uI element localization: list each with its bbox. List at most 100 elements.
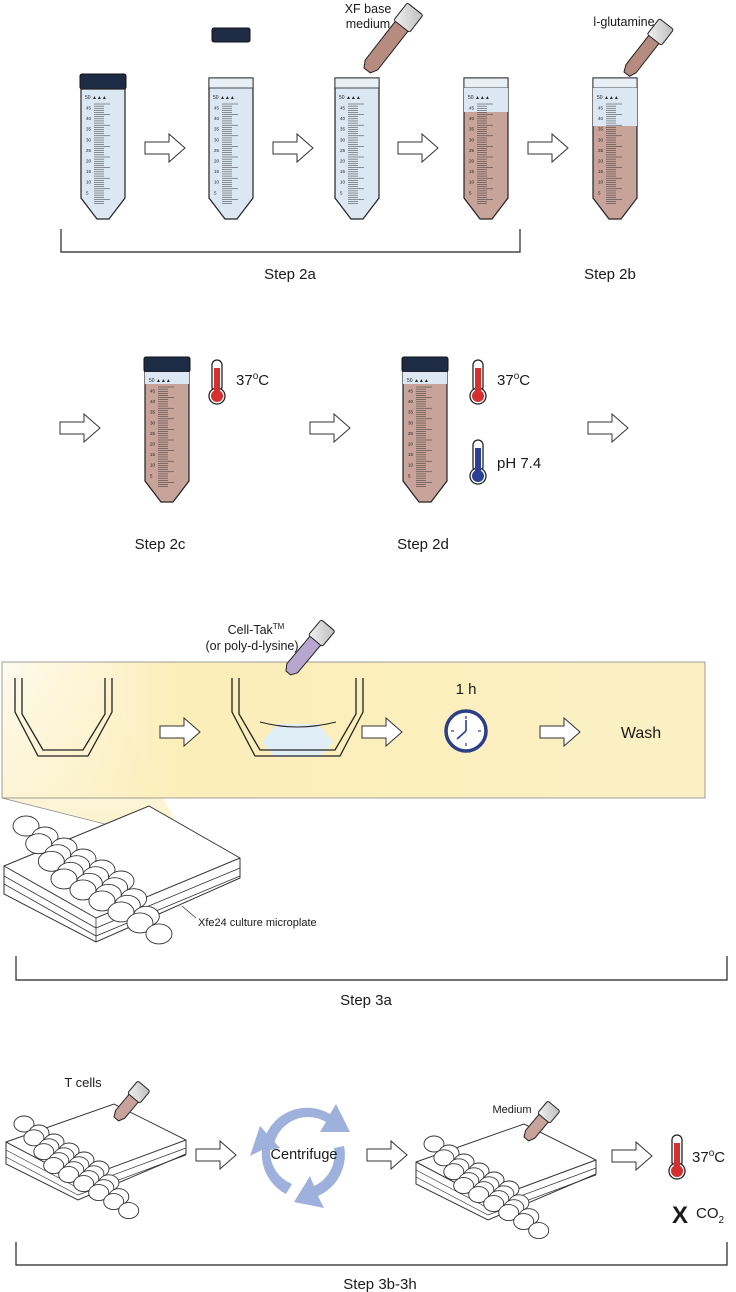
scale-label: 5 bbox=[598, 190, 601, 195]
wells bbox=[423, 1135, 550, 1240]
well bbox=[453, 1177, 475, 1195]
scale-label: 50 ▲▲▲ bbox=[468, 95, 490, 101]
step-3b-3h-label: Step 3b-3h bbox=[343, 1276, 416, 1292]
temp-3b-label: 37oC bbox=[692, 1148, 725, 1166]
ph-label: pH 7.4 bbox=[497, 455, 541, 472]
well bbox=[423, 1135, 445, 1153]
arrow-right-icon bbox=[366, 1139, 408, 1171]
wells bbox=[12, 815, 173, 945]
thermometer-icon bbox=[208, 359, 226, 405]
zoom-panel bbox=[1, 661, 706, 799]
poly-d-lysine-label: (or poly-d-lysine) bbox=[205, 639, 298, 653]
well bbox=[498, 1204, 520, 1222]
microplate-xfe24 bbox=[3, 805, 241, 945]
scale-label: 40 bbox=[150, 399, 156, 404]
scale-label: 35 bbox=[86, 127, 92, 132]
microplate-medium bbox=[415, 1123, 597, 1240]
scale-label: 30 bbox=[340, 137, 346, 142]
scale-label: 30 bbox=[86, 137, 92, 142]
centrifuge-cycle-icon bbox=[250, 1104, 350, 1208]
well bbox=[12, 815, 40, 837]
xf-base-medium-label-2: medium bbox=[346, 17, 390, 31]
well bbox=[483, 1195, 505, 1213]
scale-label: 20 bbox=[340, 159, 346, 164]
scale-label: 25 bbox=[214, 148, 220, 153]
scale-label: 5 bbox=[214, 190, 217, 195]
scale-label: 30 bbox=[408, 420, 414, 425]
bracket-step-3a bbox=[15, 956, 728, 981]
scale-label: 40 bbox=[408, 399, 414, 404]
scale-label: 10 bbox=[340, 180, 346, 185]
scale-label: 35 bbox=[598, 127, 604, 132]
well bbox=[50, 868, 78, 890]
scale-label: 30 bbox=[150, 420, 156, 425]
well bbox=[23, 1129, 45, 1147]
scale-label: 15 bbox=[408, 452, 414, 457]
scale-label: 50 ▲▲▲ bbox=[85, 95, 107, 101]
step-2b-label: Step 2b bbox=[584, 266, 636, 283]
scale-label: 30 bbox=[598, 137, 604, 142]
arrow-right-icon bbox=[272, 132, 314, 164]
xf-base-medium-label-1: XF base bbox=[345, 2, 392, 16]
well bbox=[13, 1115, 35, 1133]
scale-label: 5 bbox=[408, 473, 411, 478]
scale-label: 5 bbox=[150, 473, 153, 478]
scale-label: 10 bbox=[150, 463, 156, 468]
arrow-right-icon bbox=[527, 132, 569, 164]
step-2a-label: Step 2a bbox=[264, 266, 316, 283]
well bbox=[513, 1213, 535, 1231]
well bbox=[443, 1163, 465, 1181]
scale-label: 15 bbox=[469, 169, 475, 174]
cell-tak-label: Cell-TakTM bbox=[228, 622, 285, 637]
wells bbox=[13, 1115, 140, 1220]
well bbox=[145, 923, 173, 945]
microplate-label: Xfe24 culture microplate bbox=[198, 917, 317, 929]
scale-label: 10 bbox=[469, 180, 475, 185]
scale-label: 45 bbox=[150, 389, 156, 394]
section-step-3b-3h: T cells Centrifuge Medium bbox=[5, 1075, 728, 1292]
scale-label: 35 bbox=[340, 127, 346, 132]
thermometer-icon bbox=[668, 1134, 686, 1180]
pipette-l-glutamine bbox=[623, 18, 674, 77]
well bbox=[88, 1184, 110, 1202]
wash-label: Wash bbox=[621, 725, 661, 742]
microplate-t-cells bbox=[5, 1103, 187, 1220]
arrow-right-icon bbox=[539, 716, 581, 748]
scale-label: 20 bbox=[408, 442, 414, 447]
scale-label: 30 bbox=[214, 137, 220, 142]
scale-label: 25 bbox=[469, 148, 475, 153]
well-cross-section-empty bbox=[14, 678, 113, 757]
ph-thermometer-icon bbox=[469, 439, 487, 485]
section-step-3a: Cell-TakTM (or poly-d-lysine) 1 h Wash X… bbox=[1, 619, 728, 1009]
scale-label: 20 bbox=[86, 159, 92, 164]
tube-cap bbox=[79, 73, 127, 90]
scale-label: 30 bbox=[469, 137, 475, 142]
well bbox=[433, 1149, 455, 1167]
scale-label: 25 bbox=[86, 148, 92, 153]
medium-label: Medium bbox=[492, 1104, 531, 1116]
tube-body bbox=[80, 88, 126, 220]
scale-label: 25 bbox=[150, 431, 156, 436]
l-glutamine-label: l-glutamine bbox=[593, 15, 654, 29]
scale-label: 5 bbox=[340, 190, 343, 195]
t-cells-label: T cells bbox=[64, 1075, 102, 1090]
centrifuge-label: Centrifuge bbox=[271, 1147, 338, 1163]
arrow-right-icon bbox=[361, 716, 403, 748]
step-2d-label: Step 2d bbox=[397, 536, 449, 553]
scale-label: 15 bbox=[214, 169, 220, 174]
pipette-medium-small bbox=[523, 1101, 560, 1142]
scale-label: 15 bbox=[150, 452, 156, 457]
thermometer-icon bbox=[469, 359, 487, 405]
no-co2-mark: X bbox=[672, 1202, 688, 1229]
